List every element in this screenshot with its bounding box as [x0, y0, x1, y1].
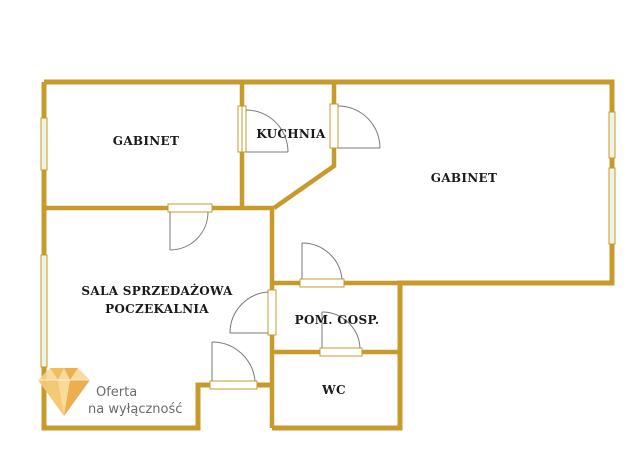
- door-entrance: [209, 341, 258, 390]
- room-label-gabinet-left: GABINET: [113, 134, 179, 148]
- interior-walls: [44, 82, 400, 428]
- window-right-bottom: [608, 167, 616, 245]
- door-sala-central: [229, 289, 277, 336]
- room-label-kuchnia: KUCHNIA: [256, 127, 326, 141]
- door-pom-gosp-top: [299, 242, 345, 288]
- window-left-bottom: [40, 254, 48, 368]
- room-label-gabinet-right: GABINET: [431, 171, 497, 185]
- room-label-sala-line1: SALA SPRZEDAŻOWA: [81, 283, 233, 298]
- window-right-top: [608, 111, 616, 159]
- room-label-pom-gosp: POM. GOSP.: [295, 313, 380, 327]
- logo-line1: Oferta: [96, 385, 137, 400]
- window-left-top: [40, 117, 48, 171]
- door-wc: [319, 311, 363, 357]
- door-kuchnia-left: [237, 105, 289, 153]
- doors: [167, 103, 381, 390]
- room-label-sala-line2: POCZEKALNIA: [105, 302, 209, 316]
- logo: Oferta na wyłączność: [38, 368, 182, 417]
- diamond-icon: [38, 368, 90, 416]
- room-label-wc: WC: [321, 383, 346, 397]
- logo-line2: na wyłączność: [88, 402, 182, 417]
- door-kuchnia-right: [329, 103, 381, 149]
- door-gabinet-bottom: [167, 203, 213, 251]
- windows: [40, 111, 616, 368]
